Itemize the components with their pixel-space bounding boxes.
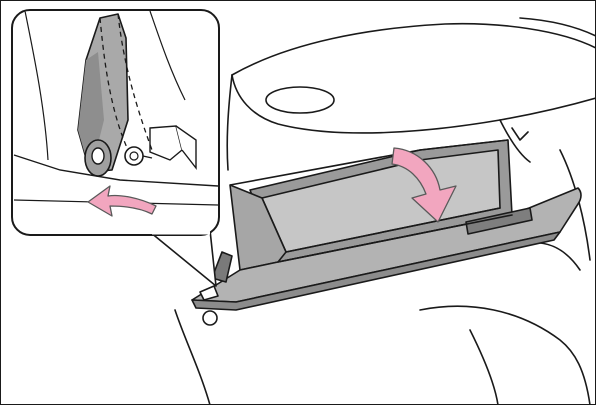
damper-eyelet-hole bbox=[92, 148, 104, 164]
damper-pin-center bbox=[130, 152, 138, 160]
